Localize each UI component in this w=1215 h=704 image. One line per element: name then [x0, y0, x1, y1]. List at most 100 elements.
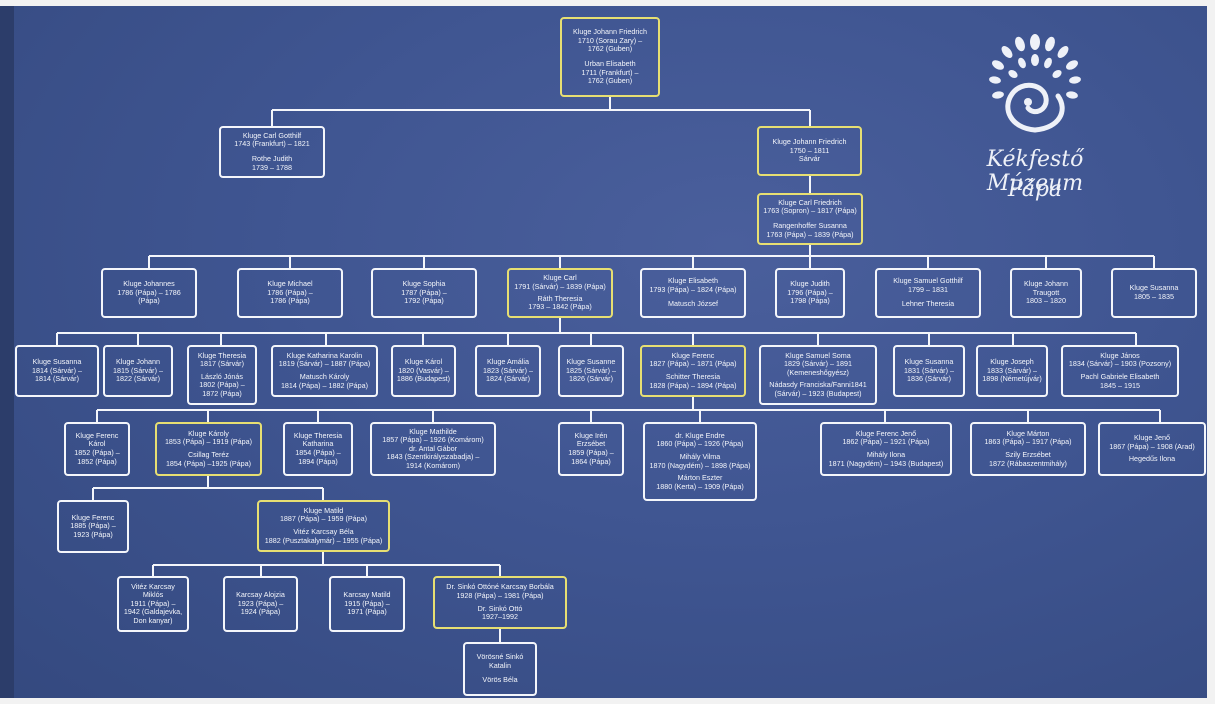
card-text: Kluge Mathilde 1857 (Pápa) – 1926 (Komár…	[382, 426, 484, 470]
card-text: Schitter Theresia 1828 (Pápa) – 1894 (Pá…	[649, 372, 737, 390]
card-text: Kluge Samuel Gotthilf 1799 – 1831	[893, 276, 963, 294]
card-text: Kluge Carl Friedrich 1763 (Sopron) – 181…	[763, 197, 857, 216]
card-text: Vörös Béla	[482, 675, 518, 685]
wall-edge-right	[1207, 0, 1215, 704]
person-card-kluge-johann-friedrich-1750: Kluge Johann Friedrich 1750 – 1811 Sárvá…	[757, 126, 862, 176]
card-text: Kluge Theresia 1817 (Sárvár)	[197, 350, 247, 369]
card-text: Urban Elisabeth 1711 (Frankfurt) – 1762 …	[581, 59, 639, 86]
card-text: Szily Erzsébet 1872 (Rábaszentmihály)	[989, 450, 1067, 468]
card-text: Karcsay Alojzia 1923 (Pápa) – 1924 (Pápa…	[236, 590, 285, 617]
card-text: Rangenhoffer Susanna 1763 (Pápa) – 1839 …	[766, 221, 854, 239]
card-text: Kluge Carl Gotthilf 1743 (Frankfurt) – 1…	[234, 130, 310, 149]
card-text: Pachl Gabriele Elisabeth 1845 – 1915	[1080, 372, 1160, 390]
card-text: Vörösné Sinkó Katalin	[476, 652, 524, 670]
person-card-karcsay-alojzia: Karcsay Alojzia 1923 (Pápa) – 1924 (Pápa…	[223, 576, 298, 632]
person-card-kluge-susanna-1831: Kluge Susanna 1831 (Sárvár) – 1836 (Sárv…	[893, 345, 965, 397]
person-card-kluge-johann-traugott: Kluge Johann Traugott 1803 – 1820	[1010, 268, 1082, 318]
person-card-vitez-karcsay-miklos: Vitéz Karcsay Miklós 1911 (Pápa) – 1942 …	[117, 576, 189, 632]
person-card-kluge-amalia: Kluge Amália 1823 (Sárvár) – 1824 (Sárvá…	[475, 345, 541, 397]
person-card-kluge-susanna-1814: Kluge Susanna 1814 (Sárvár) – 1814 (Sárv…	[15, 345, 99, 397]
person-card-kluge-ferenc-1885: Kluge Ferenc 1885 (Pápa) – 1923 (Pápa)	[57, 500, 129, 553]
card-text: László Jónás 1802 (Pápa) – 1872 (Pápa)	[199, 371, 245, 398]
card-text: Kluge Susanna 1805 – 1835	[1129, 283, 1179, 301]
person-card-kluge-iren-erzsebet: Kluge Irén Erzsébet 1859 (Pápa) – 1864 (…	[558, 422, 624, 476]
person-card-dr-kluge-endre: dr. Kluge Endre 1860 (Pápa) – 1926 (Pápa…	[643, 422, 757, 501]
peacock-ornament-icon	[989, 34, 1081, 133]
person-card-kluge-carl-gotthilf: Kluge Carl Gotthilf 1743 (Frankfurt) – 1…	[219, 126, 325, 178]
card-text: Kluge Károl 1820 (Vasvár) – 1886 (Budape…	[396, 357, 451, 384]
card-text: Csillag Teréz 1854 (Pápa) –1925 (Pápa)	[165, 450, 252, 468]
card-text: Karcsay Matild 1915 (Pápa) – 1971 (Pápa)	[343, 590, 391, 617]
wall-edge-top	[0, 0, 1215, 6]
person-card-kluge-johann-1815: Kluge Johann 1815 (Sárvár) – 1822 (Sárvá…	[103, 345, 173, 397]
person-card-vorosne-sinko-katalin: Vörösné Sinkó Katalin Vörös Béla	[463, 642, 537, 696]
card-text: Vitéz Karcsay Miklós 1911 (Pápa) – 1942 …	[123, 581, 183, 625]
card-text: Kluge Elisabeth 1793 (Pápa) – 1824 (Pápa…	[649, 276, 737, 294]
card-text: Kluge Katharina Karolin 1819 (Sárvár) – …	[278, 350, 371, 369]
person-card-kluge-joseph: Kluge Joseph 1833 (Sárvár) – 1898 (Német…	[976, 345, 1048, 397]
card-text: Kluge Theresia Katharina 1854 (Pápa) – 1…	[293, 430, 343, 466]
card-text: Kluge Michael 1786 (Pápa) – 1786 (Pápa)	[267, 279, 313, 306]
person-card-kluge-susanna-1805: Kluge Susanna 1805 – 1835	[1111, 268, 1197, 318]
museum-name: Kékfestő Múzeum	[986, 147, 1084, 196]
person-card-kluge-sophia: Kluge Sophia 1787 (Pápa) – 1792 (Pápa)	[371, 268, 477, 318]
card-text: Kluge Matild 1887 (Pápa) – 1959 (Pápa)	[279, 505, 368, 524]
person-card-kluge-janos: Kluge János 1834 (Sárvár) – 1903 (Pozson…	[1061, 345, 1179, 397]
person-card-kluge-mathilde: Kluge Mathilde 1857 (Pápa) – 1926 (Komár…	[370, 422, 496, 476]
person-card-kluge-theresia-katharina: Kluge Theresia Katharina 1854 (Pápa) – 1…	[283, 422, 353, 476]
card-text: Lehner Theresia	[901, 299, 955, 309]
card-text: Kluge Ferenc 1885 (Pápa) – 1923 (Pápa)	[70, 512, 116, 539]
card-text: Kluge Ferenc Károl 1852 (Pápa) – 1852 (P…	[74, 430, 120, 466]
card-text: Kluge Samuel Soma 1829 (Sárvár) – 1891 (…	[784, 350, 852, 377]
person-card-kluge-johann-friedrich-1710: Kluge Johann Friedrich 1710 (Sorau Zary)…	[560, 17, 660, 97]
card-text: Kluge Ferenc Jenő 1862 (Pápa) – 1921 (Pá…	[842, 428, 930, 447]
person-card-kluge-karoly-1853: Kluge Károly 1853 (Pápa) – 1919 (Pápa) C…	[155, 422, 262, 476]
card-text: Kluge Judith 1796 (Pápa) – 1798 (Pápa)	[787, 279, 833, 306]
card-text: Dr. Sinkó Ottó 1927–1992	[477, 603, 523, 622]
card-text: Kluge Susanne 1825 (Sárvár) – 1826 (Sárv…	[566, 357, 616, 384]
person-card-kluge-katharina-karolin: Kluge Katharina Karolin 1819 (Sárvár) – …	[271, 345, 378, 397]
card-text: Kluge Sophia 1787 (Pápa) – 1792 (Pápa)	[401, 279, 447, 306]
person-card-kluge-theresia-1817: Kluge Theresia 1817 (Sárvár) László Jóná…	[187, 345, 257, 405]
person-card-kluge-samuel-gotthilf: Kluge Samuel Gotthilf 1799 – 1831 Lehner…	[875, 268, 981, 318]
card-text: dr. Kluge Endre 1860 (Pápa) – 1926 (Pápa…	[656, 430, 744, 449]
person-card-kluge-samuel-soma: Kluge Samuel Soma 1829 (Sárvár) – 1891 (…	[759, 345, 877, 405]
card-text: Kluge Márton 1863 (Pápa) – 1917 (Pápa)	[984, 428, 1072, 447]
person-card-kluge-jeno: Kluge Jenő 1867 (Pápa) – 1908 (Arad) Heg…	[1098, 422, 1206, 476]
person-card-karcsay-matild: Karcsay Matild 1915 (Pápa) – 1971 (Pápa)	[329, 576, 405, 632]
card-text: Márton Eszter 1880 (Kerta) – 1909 (Pápa)	[656, 473, 744, 491]
card-text: Kluge Carl 1791 (Sárvár) – 1839 (Pápa)	[514, 273, 606, 291]
card-text: Dr. Sinkó Ottóné Karcsay Borbála 1928 (P…	[446, 582, 554, 600]
card-text: Matusch József	[668, 299, 718, 309]
card-text: Kluge Károly 1853 (Pápa) – 1919 (Pápa)	[164, 428, 253, 447]
person-card-kluge-ferenc-karol: Kluge Ferenc Károl 1852 (Pápa) – 1852 (P…	[64, 422, 130, 476]
card-text: Kluge Irén Erzsébet 1859 (Pápa) – 1864 (…	[568, 430, 614, 466]
person-card-kluge-marton: Kluge Márton 1863 (Pápa) – 1917 (Pápa) S…	[970, 422, 1086, 476]
card-text: Rothe Judith 1739 – 1788	[251, 154, 293, 172]
person-card-kluge-susanne-1825: Kluge Susanne 1825 (Sárvár) – 1826 (Sárv…	[558, 345, 624, 397]
card-text: Kluge Susanna 1831 (Sárvár) – 1836 (Sárv…	[904, 357, 954, 384]
person-card-kluge-johannes: Kluge Johannes 1786 (Pápa) – 1786 (Pápa)	[101, 268, 197, 318]
person-card-dr-sinko-ottone-karcsay-borbala: Dr. Sinkó Ottóné Karcsay Borbála 1928 (P…	[433, 576, 567, 629]
card-text: Kluge Jenő 1867 (Pápa) – 1908 (Arad)	[1109, 433, 1195, 451]
card-text: Ráth Theresia 1793 – 1842 (Pápa)	[528, 293, 592, 312]
card-text: Kluge Johann Friedrich 1710 (Sorau Zary)…	[573, 27, 647, 54]
wall-edge-left	[0, 0, 14, 704]
person-card-kluge-carl-friedrich: Kluge Carl Friedrich 1763 (Sopron) – 181…	[757, 193, 863, 245]
card-text: Kluge Amália 1823 (Sárvár) – 1824 (Sárvá…	[483, 357, 533, 384]
card-text: Vitéz Karcsay Béla 1882 (Pusztakalymár) …	[264, 527, 383, 545]
person-card-kluge-elisabeth: Kluge Elisabeth 1793 (Pápa) – 1824 (Pápa…	[640, 268, 746, 318]
card-text: Kluge Joseph 1833 (Sárvár) – 1898 (Német…	[982, 357, 1042, 384]
card-text: Mihály Ilona 1871 (Nagydém) – 1943 (Buda…	[828, 450, 944, 468]
museum-logo: Kékfestő Múzeum Pápa	[940, 30, 1130, 220]
person-card-kluge-matild: Kluge Matild 1887 (Pápa) – 1959 (Pápa) V…	[257, 500, 390, 552]
card-text: Kluge Johann 1815 (Sárvár) – 1822 (Sárvá…	[113, 357, 163, 384]
person-card-kluge-karol-1820: Kluge Károl 1820 (Vasvár) – 1886 (Budape…	[391, 345, 456, 397]
wall-edge-bottom	[0, 698, 1215, 704]
card-text: Kluge Johann Traugott 1803 – 1820	[1024, 279, 1068, 306]
person-card-kluge-michael: Kluge Michael 1786 (Pápa) – 1786 (Pápa)	[237, 268, 343, 318]
person-card-kluge-judith: Kluge Judith 1796 (Pápa) – 1798 (Pápa)	[775, 268, 845, 318]
card-text: Kluge János 1834 (Sárvár) – 1903 (Pozson…	[1068, 350, 1172, 369]
card-text: Kluge Johannes 1786 (Pápa) – 1786 (Pápa)	[117, 279, 181, 306]
